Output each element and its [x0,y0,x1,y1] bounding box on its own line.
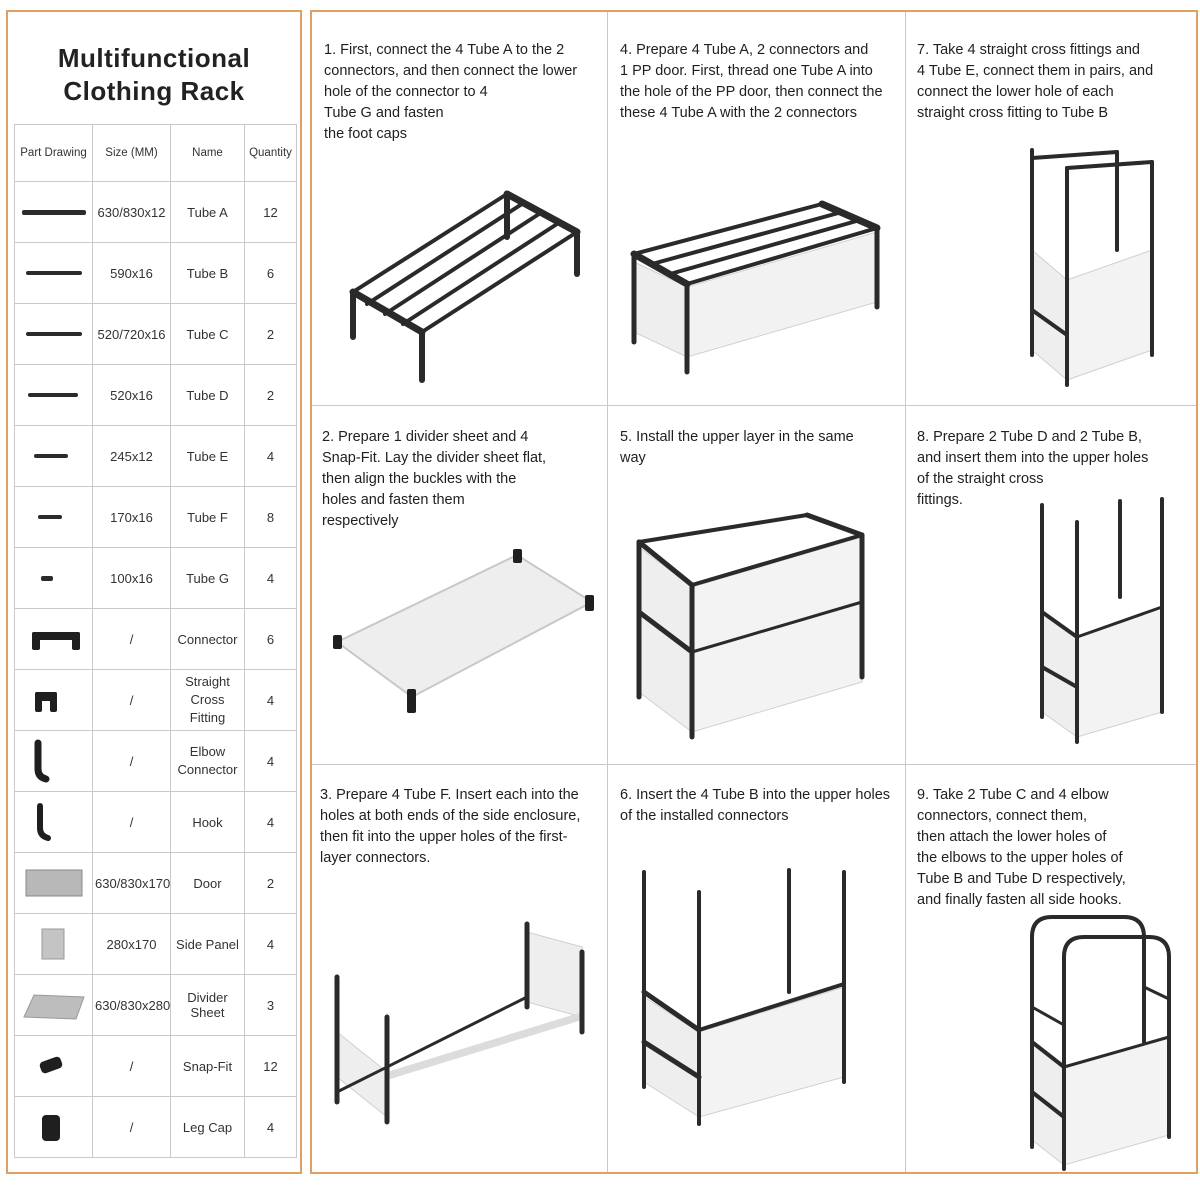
step-5-illustration [636,512,865,740]
tube-icon [25,271,82,275]
connector-icon [31,632,80,650]
snap-fit-icon [39,1056,62,1074]
table-row: / Snap-Fit 12 [14,1035,297,1097]
tiny-tube-icon [40,576,53,581]
elbow-connector-icon [34,739,49,783]
hook-icon [36,803,51,841]
step-4: 4. Prepare 4 Tube A, 2 connectors and 1 … [620,42,883,121]
grid-divider [312,405,1196,406]
table-row: 280x170 Side Panel 4 [14,913,297,975]
table-row: 170x16 Tube F 8 [14,486,297,548]
step-1: 1. First, connect the 4 Tube A to the 2 … [324,42,578,142]
table-row: 630/830x12 Tube A 12 [14,181,297,243]
leg-cap-icon [41,1115,60,1141]
table-row: 590x16 Tube B 6 [14,242,297,304]
column-header: Part Drawing [14,124,93,182]
step-7-illustration [1030,148,1154,387]
step-8-illustration [1040,497,1164,744]
table-row: / Hook 4 [14,791,297,853]
step-4-illustration [630,200,881,375]
step-7: 7. Take 4 straight cross fittings and 4 … [917,42,1154,121]
table-row: 630/830x280 Divider Sheet 3 [14,974,297,1036]
tube-icon [25,332,82,336]
column-header: Size (MM) [92,124,171,182]
table-row: / Leg Cap 4 [14,1096,297,1158]
column-header: Quantity [244,124,297,182]
divider-sheet-icon [22,994,85,1020]
side-panel-icon [41,928,64,960]
parts-table: Part Drawing Size (MM) Name Quantity 630… [14,124,297,1158]
table-row: 100x16 Tube G 4 [14,547,297,609]
grid-divider [905,12,906,1172]
step-3-illustration [334,921,585,1125]
grid-divider [607,12,608,1172]
grid-divider [312,764,1196,765]
cross-fitting-icon [34,692,57,712]
parts-list-panel: Multifunctional Clothing Rack Part Drawi… [6,10,302,1174]
assembly-steps-panel: 1. First, connect the 4 Tube A to the 2 … [310,10,1198,1174]
table-row: 520x16 Tube D 2 [14,364,297,426]
short-tube-icon [33,454,68,458]
step-6: 6. Insert the 4 Tube B into the upper ho… [620,787,891,824]
step-6-illustration [641,868,846,1126]
short-tube-icon [37,515,62,519]
step-2-illustration [333,549,595,713]
step-2: 2. Prepare 1 divider sheet and 4 Snap-Fi… [322,429,547,529]
tube-icon [27,393,78,397]
step-5: 5. Install the upper layer in the same w… [620,429,854,466]
step-8: 8. Prepare 2 Tube D and 2 Tube B, and in… [917,429,1149,508]
step-3: 3. Prepare 4 Tube F. Insert each into th… [320,787,581,866]
page-title: Multifunctional Clothing Rack [57,43,251,106]
step-9-illustration [1030,915,1171,1171]
column-header: Name [170,124,245,182]
table-row: 630/830x170 Door 2 [14,852,297,914]
table-row: / Connector 6 [14,608,297,670]
table-row: 520/720x16 Tube C 2 [14,303,297,365]
step-1-illustration [349,190,581,383]
table-row: 245x12 Tube E 4 [14,425,297,487]
table-header-row: Part Drawing Size (MM) Name Quantity [14,124,297,182]
step-9: 9. Take 2 Tube C and 4 elbow connectors,… [917,787,1126,908]
long-thin-tube-icon [21,210,86,215]
door-panel-icon [25,869,82,897]
